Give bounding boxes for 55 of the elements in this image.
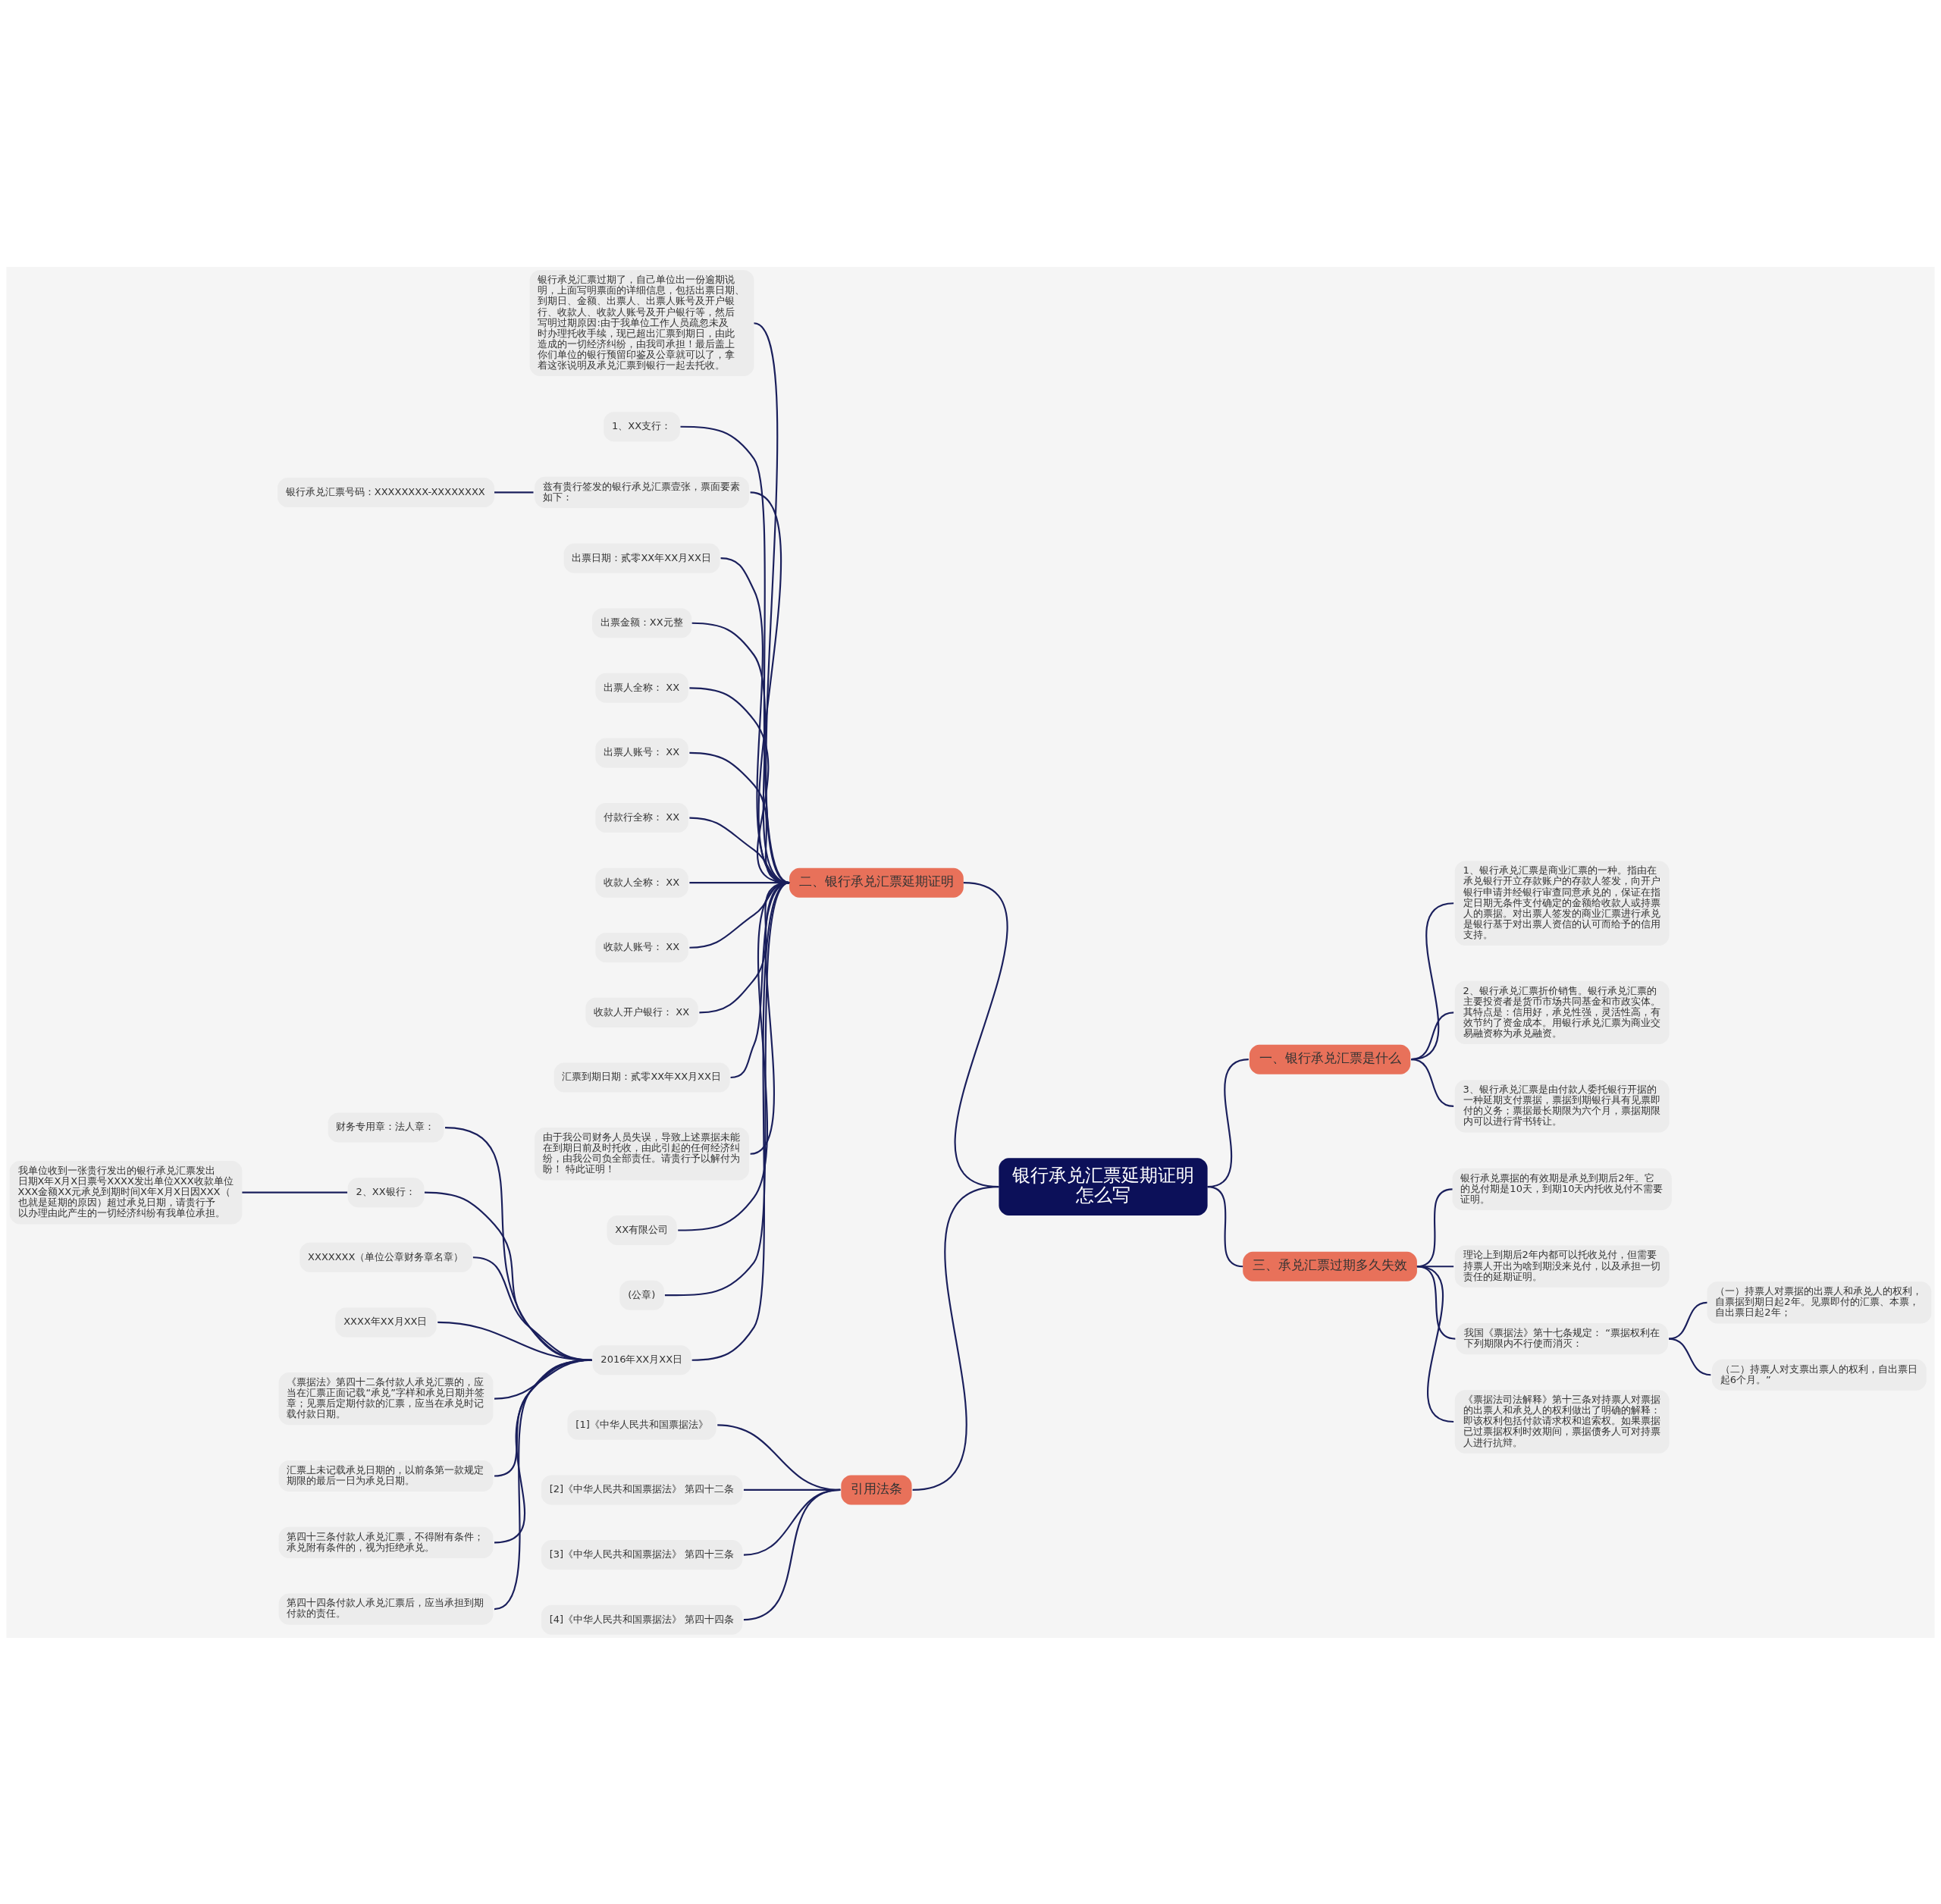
connector <box>242 1191 348 1194</box>
node-box: 出票日期：贰零XX年XX月XX日 <box>563 543 720 573</box>
node-box: 2、银行承兑汇票折价销售。银行承兑汇票的主要投资者是货币市场共同基金和市政实体。其特点是：信用好，承兑性强，灵活性高，有效节约了资金成本。用银行承兑汇票为商业交易融资称为承兑融资。 <box>1454 980 1670 1044</box>
node-box: 引用法条 <box>841 1474 912 1504</box>
node-box: 付款行全称： XX <box>595 802 688 833</box>
node-box: 2、XX银行： <box>347 1177 425 1207</box>
node-box: 三、承兑汇票过期多久失效 <box>1243 1251 1417 1281</box>
node-box: 《票据法司法解释》第十三条对持票人对票据的出票人和承兑人的权利做出了明确的解释：即该权利包括付款请求权和追索权。如果票据已过票据权利时效期间，票据债务人可对持票人进行抗辩。 <box>1454 1389 1670 1454</box>
connector <box>494 491 534 494</box>
node-box: 我单位收到一张贵行发出的银行承兑汇票发出日期X年X月X日票号XXXX发出单位XXX收款单位XXX金额XX元承兑到期时间X年X月X日因XXX（也就是延期的原因）超过承兑日期，请贵行予以办理由此产生的一切经济纠纷有我单位承担。 <box>9 1160 243 1224</box>
node-box: 3、银行承兑汇票是由付款人委托银行开据的一种延期支付票据，票据到期银行具有见票即付的义务；票据最长期限为六个月，票据期限内可以进行背书转让。 <box>1454 1079 1670 1133</box>
node-box: 2016年XX月XX日 <box>592 1344 691 1375</box>
node-box: XXXXXXX（单位公章财务章名章） <box>299 1242 472 1272</box>
node-box: (公章) <box>619 1280 664 1310</box>
connector <box>1411 1058 1454 1107</box>
node-box: （一）持票人对票据的出票人和承兑人的权利，自票据到期日起2年。见票即付的汇票、本票，自出票日起2年； <box>1707 1281 1932 1323</box>
connector <box>912 1185 999 1491</box>
node-box: 汇票上未记载承兑日期的，以前条第一款规定期限的最后一日为承兑日期。 <box>278 1460 494 1492</box>
node-box: 收款人开户银行： XX <box>585 997 698 1027</box>
node-box: 第四十三条付款人承兑汇票，不得附有条件；承兑附有条件的，视为拒绝承兑。 <box>278 1526 494 1558</box>
node-box: [3]《中华人民共和国票据法》 第四十三条 <box>541 1539 743 1570</box>
node-box: 出票人全称： XX <box>595 673 688 703</box>
connector <box>1207 1185 1243 1267</box>
node-box: [4]《中华人民共和国票据法》 第四十四条 <box>541 1604 743 1635</box>
node-box: 《票据法》第四十二条付款人承兑汇票的，应当在汇票正面记载“承兑”字样和承兑日期并签章；见票后定期付款的汇票，应当在承兑时记载付款日期。 <box>278 1372 494 1425</box>
node-box: XXXX年XX月XX日 <box>335 1306 437 1337</box>
node-box: 我国《票据法》第十七条规定： “票据权利在下列期限内不行使而消灭： <box>1456 1322 1668 1354</box>
node-box: 银行承兑汇票号码：XXXXXXXX-XXXXXXXX <box>278 477 495 507</box>
node-box: 1、银行承兑汇票是商业汇票的一种。指由在承兑银行开立存款账户的存款人签发，向开户银行申请并经银行审查同意承兑的，保证在指定日期无条件支付确定的金额给收款人或持票人的票据。对出票人签发的商业汇票进行承兑是银行基于对出票人资信的认可而给予的信用支持。 <box>1454 860 1670 946</box>
connector <box>1416 1265 1454 1423</box>
node-box: 出票人账号： XX <box>595 737 688 767</box>
node-box: 财务专用章：法人章： <box>328 1112 444 1143</box>
node-box: 兹有贵行签发的银行承兑汇票壹张，票面要素如下： <box>535 476 749 508</box>
node-box: 二、银行承兑汇票延期证明 <box>789 867 964 898</box>
node-box: [2]《中华人民共和国票据法》 第四十二条 <box>541 1474 743 1504</box>
connector <box>494 1359 592 1610</box>
node-box: 银行承兑票据的有效期是承兑到期后2年。它的兑付期是10天，到期10天内托收兑付不需要证明。 <box>1452 1168 1672 1210</box>
node-box: 一、银行承兑汇票是什么 <box>1249 1044 1411 1074</box>
node-box: （二）持票人对支票出票人的权利，自出票日起6个月。” <box>1711 1359 1927 1391</box>
node-box: 收款人账号： XX <box>595 932 688 962</box>
node-box: [1]《中华人民共和国票据法》 <box>567 1410 717 1440</box>
node-box: 理论上到期后2年内都可以托收兑付，但需要持票人开出为啥到期没来兑付，以及承担一切责任的延期证明。 <box>1454 1245 1670 1288</box>
node-box: 银行承兑汇票过期了，自己单位出一份逾期说明，上面写明票面的详细信息，包括出票日期、到期日、金额、出票人、出票人账号及开户银行、收款人、收款人账号及开户银行等，然后写明过期原因:由于我单位工作人员疏忽未及时办理托收手续，现已超出汇票到期日，由此造成的一切经济纠纷，由我司承担！最后盖上你们单位的银行预留印鉴及公章就可以了，拿着这张说明及承兑汇票到银行一起去托收。 <box>529 269 754 376</box>
node-box: 银行承兑汇票延期证明怎么写 <box>999 1157 1208 1215</box>
node-box: 汇票到期日期：贰零XX年XX月XX日 <box>553 1062 730 1092</box>
node-box: 出票金额：XX元整 <box>592 607 692 638</box>
node-box: 第四十四条付款人承兑汇票后，应当承担到期付款的责任。 <box>278 1593 494 1625</box>
node-box: 1、XX支行： <box>604 411 680 441</box>
node-box: XX有限公司 <box>607 1215 677 1245</box>
connector <box>1668 1338 1711 1375</box>
node-box: 收款人全称： XX <box>595 867 688 898</box>
connector <box>1668 1301 1707 1340</box>
connector <box>743 1488 841 1620</box>
node-box: 由于我公司财务人员失误，导致上述票据未能在到期日前及时托收，由此引起的任何经济纠纷，由我公司负全部责任。请贵行予以解付为盼！ 特此证明！ <box>535 1127 749 1180</box>
connector <box>954 881 1008 1187</box>
